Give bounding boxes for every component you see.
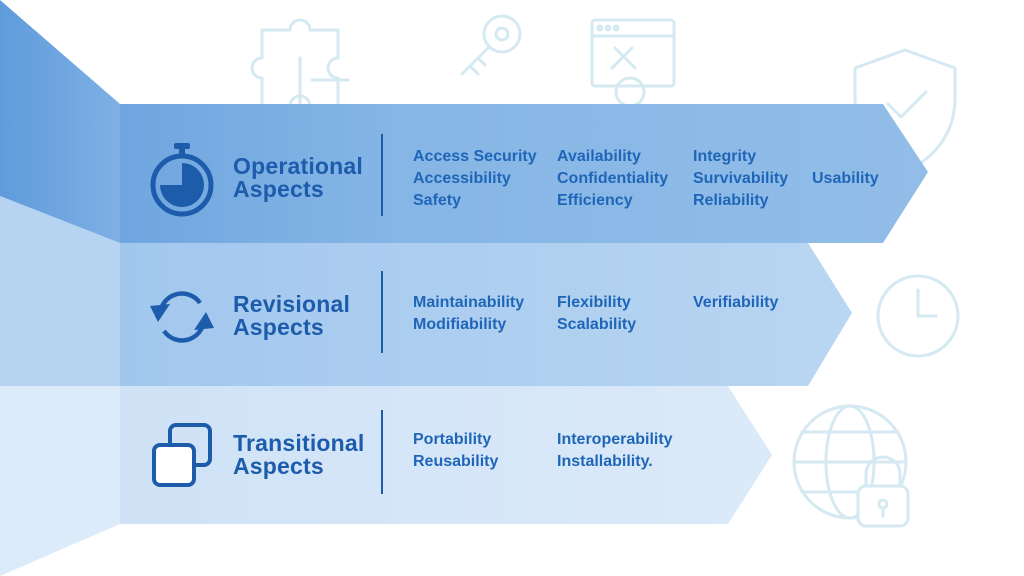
fan-left-band-2 [0, 196, 120, 386]
puzzle-icon [250, 18, 350, 108]
key-icon [460, 14, 522, 76]
copy-squares-icon [150, 423, 214, 494]
quality-attribute: Installability. [557, 453, 653, 470]
quality-attribute: Flexibility [557, 294, 631, 311]
clock-icon [876, 274, 960, 358]
watermark-icons [250, 14, 960, 528]
quality-attribute: Verifiability [693, 294, 779, 311]
quality-attribute: Scalability [557, 316, 637, 333]
quality-attribute: Reliability [693, 192, 769, 209]
band-1-col-2: Availability Confidentiality Efficiency [557, 146, 668, 212]
quality-attribute: Confidentiality [557, 170, 669, 187]
quality-attribute: Accessibility [413, 170, 511, 187]
globe-lock-icon [792, 404, 910, 528]
quality-attribute: Access Security [413, 148, 537, 165]
band-title-transitional: Transitional Aspects [233, 430, 365, 479]
fan-left-band-1 [0, 0, 120, 243]
refresh-cycle-icon [146, 284, 218, 355]
band-3-col-2: Interoperability Installability. [557, 429, 673, 473]
quality-attribute: Integrity [693, 148, 757, 165]
band-2-divider [381, 271, 383, 353]
band-title-operational: Operational Aspects [233, 153, 364, 202]
band-3-col-1: Portability Reusability [413, 429, 498, 473]
band-3-shape [120, 386, 772, 524]
stopwatch-icon [148, 141, 216, 222]
band-2-col-1: Maintainability Modifiability [413, 292, 524, 336]
band-title-revisional: Revisional Aspects [233, 291, 351, 340]
band-3-divider [381, 410, 383, 494]
band-2-col-3: Verifiability [693, 292, 778, 314]
quality-attribute: Maintainability [413, 294, 525, 311]
band-1-divider [381, 134, 383, 216]
quality-attribute: Safety [413, 192, 462, 209]
quality-attribute: Survivability [693, 170, 789, 187]
quality-attribute: Portability [413, 431, 492, 448]
quality-attribute: Availability [557, 148, 641, 165]
band-2-shape [120, 243, 852, 386]
band-1-shape [120, 104, 928, 243]
quality-attribute: Reusability [413, 453, 499, 470]
band-1-col-3: Integrity Survivability Reliability [693, 146, 788, 212]
band-1-col-4: Usability [812, 168, 879, 190]
band-1-col-1: Access Security Accessibility Safety [413, 146, 537, 212]
fan-left-band-3 [0, 386, 120, 576]
quality-attribute: Modifiability [413, 316, 507, 333]
browser-settings-icon [590, 18, 676, 108]
band-2-col-2: Flexibility Scalability [557, 292, 636, 336]
quality-attribute: Efficiency [557, 192, 633, 209]
quality-attribute: Interoperability [557, 431, 673, 448]
quality-attribute: Usability [812, 170, 879, 187]
